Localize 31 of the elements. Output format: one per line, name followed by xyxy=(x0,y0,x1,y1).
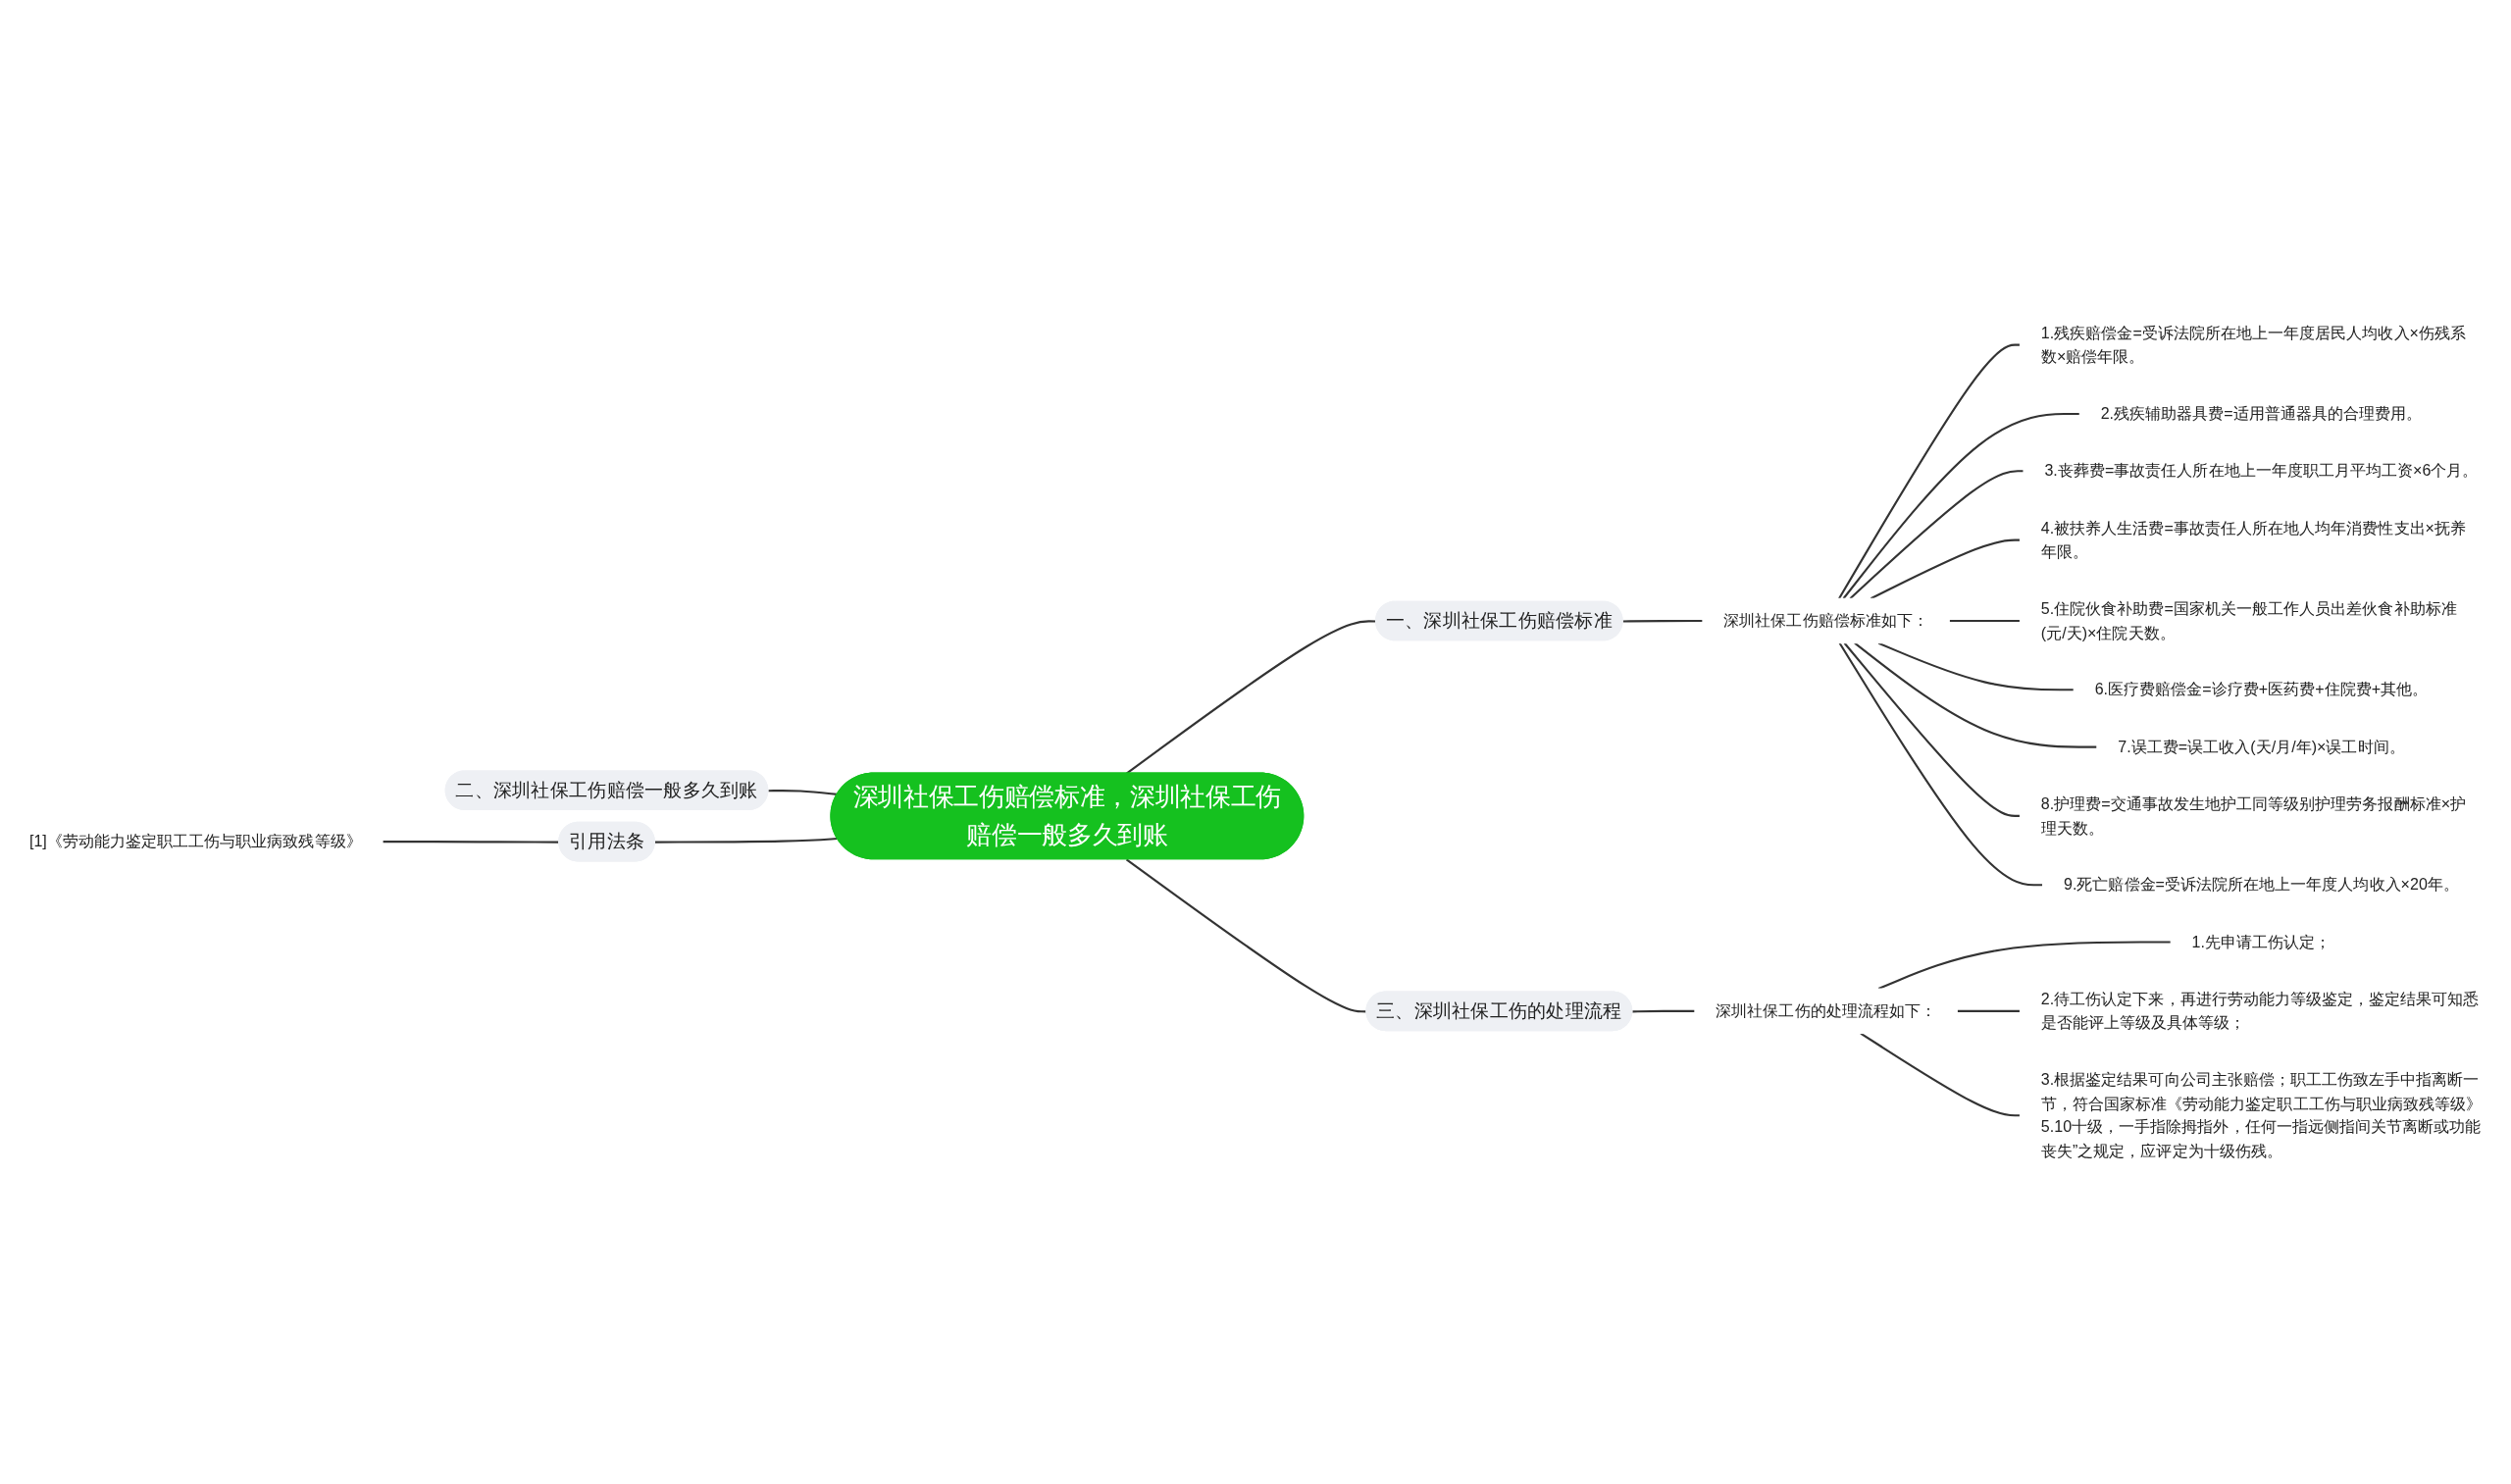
node-text: 深圳社保工伤的处理流程如下： xyxy=(1716,1000,1936,1020)
node-text: 1.残疾赔偿金=受诉法院所在地上一年度居民人均收入×伤残系数×赔偿年限。 xyxy=(2040,323,2467,366)
node-text: 7.误工费=误工收入(天/月/年)×误工时间。 xyxy=(2118,737,2405,755)
connector xyxy=(1838,343,2021,599)
node-text: 9.死亡赔偿金=受诉法院所在地上一年度人均收入×20年。 xyxy=(2064,875,2459,894)
node-text: 3.根据鉴定结果可向公司主张赔偿；职工工伤致左手中指离断一节，符合国家标准《劳动能力鉴定职工工伤与职业病致残等级》5.10十级，一手指除拇指外，任何一指远侧指间关节离断或功能丧失”之规定，应评定为十级伤残。 xyxy=(2040,1070,2483,1159)
connector xyxy=(1870,538,2021,600)
connector xyxy=(1854,641,2097,748)
connector xyxy=(1632,1009,1695,1013)
connector xyxy=(1860,1032,2021,1117)
connector xyxy=(1622,619,1703,623)
connector xyxy=(1838,642,2043,887)
connector xyxy=(1957,1009,2021,1012)
connector xyxy=(1843,642,2021,817)
connector xyxy=(1877,641,2075,691)
node-text: 1.先申请工伤认定； xyxy=(2191,932,2332,950)
connector xyxy=(1849,470,2024,600)
node-text: 4.被扶养人生活费=事故责任人所在地人均年消费性支出×抚养年限。 xyxy=(2040,518,2467,560)
node-text: [1]《劳动能力鉴定职工工伤与职业病致残等级》 xyxy=(28,832,362,850)
node-text: 8.护理费=交通事故发生地护工同等级别护理劳务报酬标准×护理天数。 xyxy=(2040,793,2467,837)
connector xyxy=(654,837,838,844)
connector xyxy=(768,790,838,795)
node-text: 2.残疾辅助器具费=适用普通器具的合理费用。 xyxy=(2100,404,2423,423)
node-text: 6.医疗费赔偿金=诊疗费+医药费+住院费+其他。 xyxy=(2094,680,2429,698)
connector xyxy=(1877,941,2172,991)
connector xyxy=(1949,619,2021,623)
node-text: 2.待工伤认定下来，再进行劳动能力等级鉴定，鉴定结果可知悉是否能评上等级及具体等级； xyxy=(2040,989,2480,1032)
node-text: 5.住院伙食补助费=国家机关一般工作人员出差伙食补助标准(元/天)×住院天数。 xyxy=(2040,599,2457,641)
connector xyxy=(1842,412,2080,599)
node-text: 深圳社保工伤赔偿标准如下： xyxy=(1723,611,1928,630)
node-text: 3.丧葬费=事故责任人所在地上一年度职工月平均工资×6个月。 xyxy=(2044,461,2479,480)
